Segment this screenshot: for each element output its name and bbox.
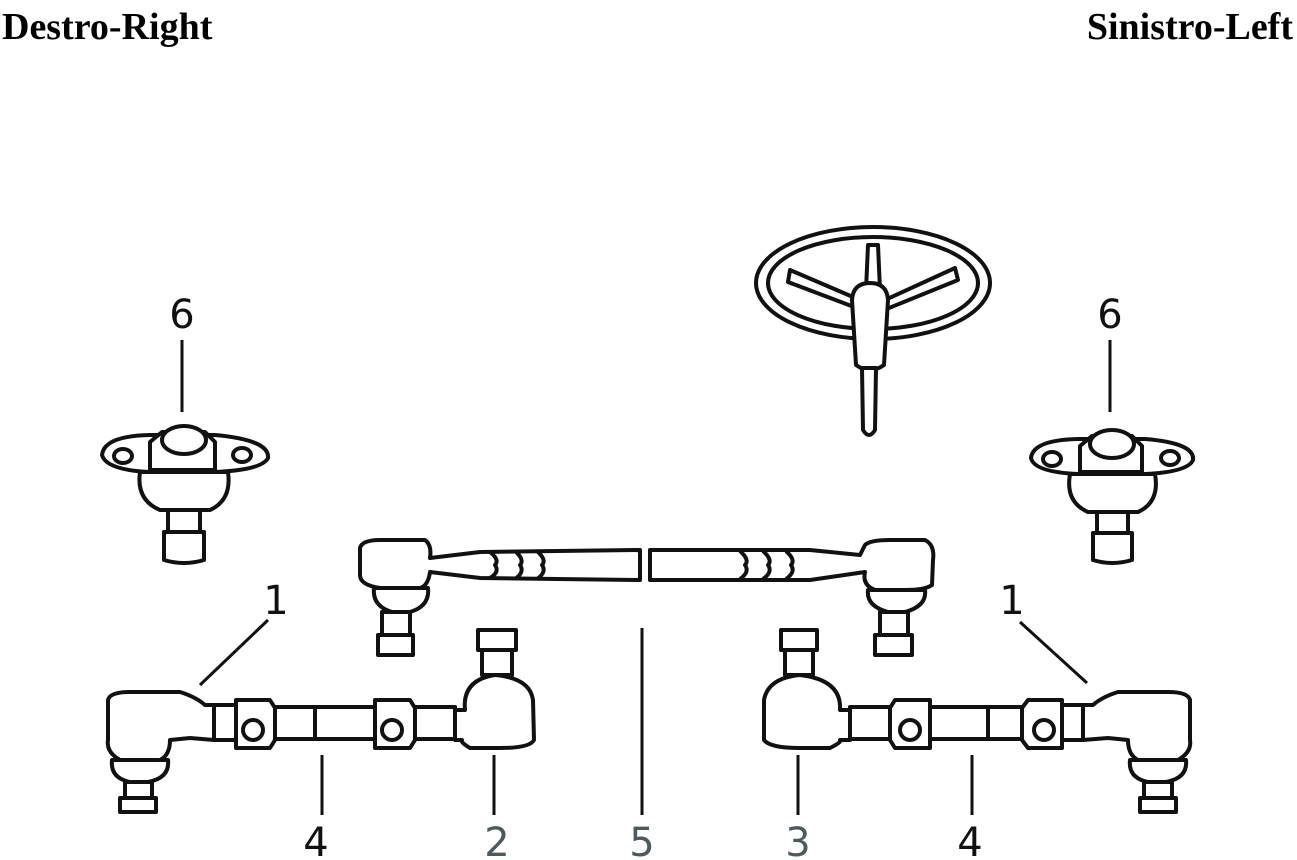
callout-4-right: 4 <box>303 820 328 860</box>
leader-line-1-right <box>198 618 270 687</box>
center-rod <box>358 538 936 657</box>
callout-1-left: 1 <box>999 578 1024 624</box>
callout-6-left: 6 <box>1097 292 1122 338</box>
heading-right-side: Destro-Right <box>2 6 213 48</box>
callout-4-left: 4 <box>957 820 982 860</box>
ball-joint-right <box>100 424 270 565</box>
callout-3: 3 <box>785 820 810 860</box>
tie-rod-right <box>105 628 536 814</box>
callout-5: 5 <box>629 820 654 860</box>
callout-2: 2 <box>484 820 509 860</box>
ball-joint-left <box>1029 428 1195 565</box>
leader-lines <box>180 340 1112 815</box>
leader-line-1-left <box>1018 620 1089 685</box>
callout-6-right: 6 <box>169 292 194 338</box>
tie-rod-left <box>762 628 1193 814</box>
steering-wheel <box>754 225 992 437</box>
callout-1-right: 1 <box>263 578 288 624</box>
heading-left-side: Sinistro-Left <box>1086 6 1293 48</box>
